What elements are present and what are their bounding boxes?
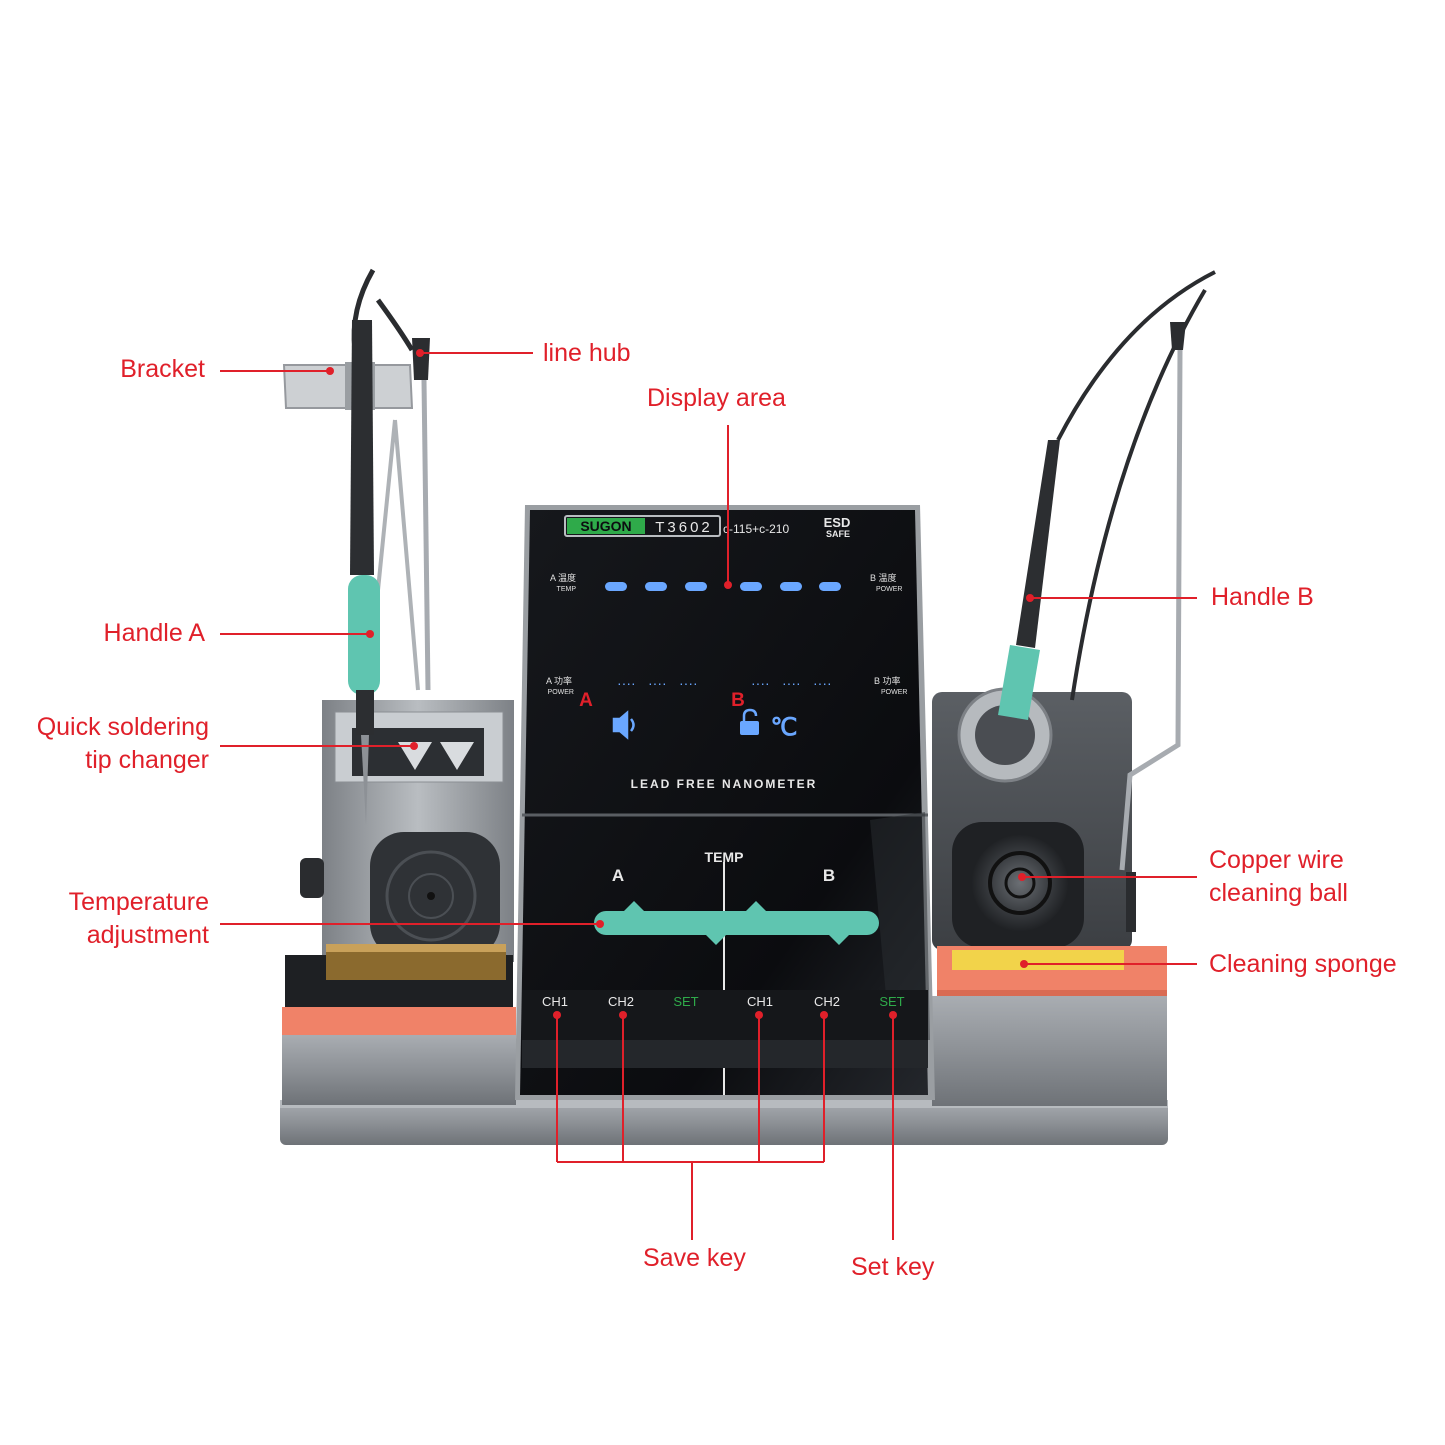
- callout-tip-changer-2: tip changer: [85, 746, 209, 774]
- callout-handle-a: Handle A: [103, 619, 205, 647]
- brand-strip: SUGON T3602 c-115+c-210 ESD SAFE: [564, 515, 851, 539]
- key-set-a[interactable]: SET: [673, 994, 698, 1009]
- callout-line-hub: line hub: [543, 339, 631, 367]
- model-label: T3602: [655, 519, 713, 536]
- b-temp-label-cn: B 温度: [870, 572, 897, 583]
- tips-label: c-115+c-210: [723, 522, 789, 536]
- right-line-hub: [1119, 322, 1186, 871]
- key-ch2-b[interactable]: CH2: [814, 994, 840, 1009]
- key-ch1-a[interactable]: CH1: [542, 994, 568, 1009]
- b-power-label-cn: B 功率: [874, 675, 901, 686]
- callout-copper-ball-2: cleaning ball: [1209, 879, 1348, 907]
- sponge-tray: [937, 946, 1167, 1000]
- callout-tip-changer-1: Quick soldering: [36, 713, 209, 741]
- callout-display-area: Display area: [647, 384, 786, 412]
- callout-set-key: Set key: [851, 1253, 935, 1281]
- temp-digit-b1: [740, 582, 762, 591]
- callout-copper-ball-1: Copper wire: [1209, 846, 1344, 874]
- esd-badge-line2: SAFE: [826, 529, 850, 539]
- temp-digit-b3: [819, 582, 841, 591]
- channel-b-indicator: B: [731, 690, 745, 711]
- right-module: [932, 687, 1167, 1106]
- tip-changer-slot: [352, 728, 484, 776]
- temp-slider[interactable]: [594, 901, 879, 945]
- temp-digit-a1: [605, 582, 627, 591]
- callout-save-key: Save key: [643, 1244, 746, 1272]
- callout-temp-adjust-2: adjustment: [86, 921, 209, 949]
- b-temp-label-en: POWER: [876, 586, 902, 593]
- control-panel: [515, 505, 935, 1100]
- bracket: [282, 362, 414, 410]
- callout-temp-adjust-1: Temperature: [68, 888, 209, 916]
- lock-icon: [740, 708, 759, 735]
- right-iron-cord: [1056, 270, 1216, 701]
- callout-handle-b: Handle B: [1211, 583, 1314, 611]
- a-power-label-cn: A 功率: [546, 675, 572, 686]
- copper-ball-cup: [952, 822, 1084, 948]
- channel-a-indicator: A: [579, 690, 593, 711]
- temp-digit-a3: [685, 582, 707, 591]
- key-row: CH1 CH2 SET CH1 CH2 SET: [522, 990, 928, 1068]
- a-temp-label-en: TEMP: [557, 586, 577, 593]
- slider-label-b: B: [823, 866, 835, 885]
- handle-b: [998, 440, 1060, 720]
- temp-digits: [605, 582, 841, 591]
- temp-row: A 温度 TEMP B 温度 POWER: [550, 572, 902, 593]
- a-temp-label-cn: A 温度: [550, 572, 576, 583]
- power-dots-a2: ····: [648, 675, 667, 691]
- esd-badge-line1: ESD: [824, 515, 851, 530]
- left-orange-band: [282, 1007, 516, 1035]
- temp-digit-b2: [780, 582, 802, 591]
- brass-wire-tray: [326, 944, 506, 980]
- temp-slider-area: TEMP A B: [594, 849, 879, 1095]
- power-dots-a1: ····: [617, 675, 636, 691]
- power-dots-a3: ····: [679, 675, 698, 691]
- station-base: [280, 1100, 1168, 1145]
- power-dots-b2: ····: [782, 675, 801, 691]
- power-dots-b1: ····: [751, 675, 770, 691]
- callout-dots: [326, 349, 1034, 1019]
- power-dots-b3: ····: [813, 675, 832, 691]
- b-power-label-en: POWER: [881, 689, 907, 696]
- tagline: LEAD FREE NANOMETER: [631, 777, 818, 791]
- slider-title: TEMP: [705, 849, 744, 865]
- slider-label-a: A: [612, 866, 624, 885]
- line-hub: [412, 338, 431, 691]
- power-row: A 功率 POWER B 功率 POWER ···· ···· ···· ···…: [546, 675, 907, 711]
- left-module: [282, 700, 516, 1105]
- callout-bracket: Bracket: [120, 355, 205, 383]
- left-holder-pad: [370, 832, 500, 958]
- key-ch2-a[interactable]: CH2: [608, 994, 634, 1009]
- key-ch1-b[interactable]: CH1: [747, 994, 773, 1009]
- celsius-icon: ℃: [771, 714, 798, 741]
- brand-logo: SUGON: [580, 518, 631, 534]
- temp-digit-a2: [645, 582, 667, 591]
- callout-lines: [220, 352, 1197, 1240]
- speaker-icon: [612, 710, 635, 740]
- callout-cleaning-sponge: Cleaning sponge: [1209, 950, 1397, 978]
- a-power-label-en: POWER: [548, 689, 574, 696]
- key-set-b[interactable]: SET: [879, 994, 904, 1009]
- side-knob: [300, 858, 324, 898]
